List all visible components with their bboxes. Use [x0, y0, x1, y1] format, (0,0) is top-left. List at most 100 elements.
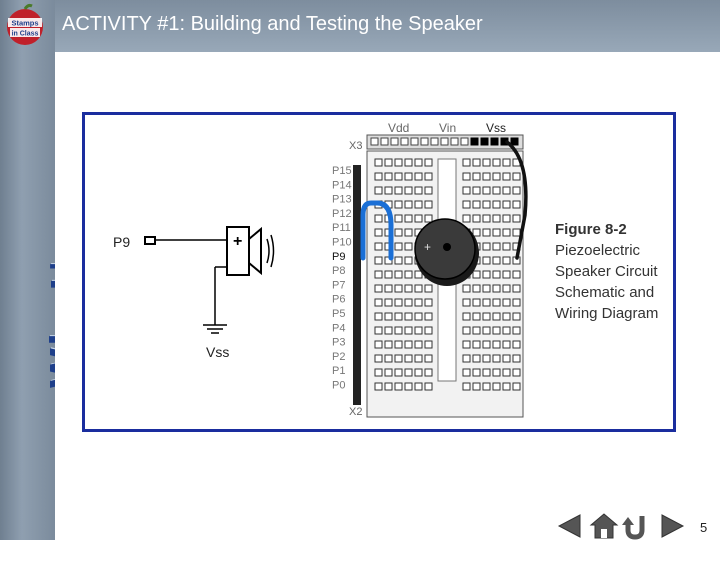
breadboard-hole: [414, 214, 423, 223]
breadboard-hole: [414, 368, 423, 377]
breadboard-hole: [492, 228, 501, 237]
breadboard-hole: [384, 340, 393, 349]
breadboard-hole: [384, 172, 393, 181]
logo-text-top: Stamps: [11, 19, 38, 28]
breadboard-hole: [482, 158, 491, 167]
board-label-vdd: Vdd: [388, 121, 409, 135]
breadboard-hole: [404, 172, 413, 181]
breadboard-hole: [414, 382, 423, 391]
breadboard-hole: [374, 326, 383, 335]
breadboard-hole: [512, 228, 521, 237]
slide-title: ACTIVITY #1: Building and Testing the Sp…: [62, 13, 483, 35]
breadboard-hole: [482, 298, 491, 307]
breadboard-hole: [482, 284, 491, 293]
breadboard-hole: [462, 340, 471, 349]
breadboard-hole: [462, 368, 471, 377]
breadboard-hole: [424, 340, 433, 349]
breadboard-hole: [414, 340, 423, 349]
figure-frame: P9 + Vss Vdd Vin Vss: [82, 112, 676, 432]
breadboard-hole: [394, 298, 403, 307]
breadboard-hole: [374, 158, 383, 167]
buzzer-plus-sign: +: [424, 240, 431, 254]
breadboard-hole: [512, 326, 521, 335]
breadboard-hole: [424, 200, 433, 209]
caption-figure-number: Figure 8-2: [555, 221, 627, 238]
breadboard-hole: [502, 186, 511, 195]
board-header-x2: X2: [349, 406, 362, 418]
breadboard-hole: [512, 382, 521, 391]
breadboard-hole: [374, 270, 383, 279]
breadboard-hole: [482, 368, 491, 377]
board-pin-label: P5: [332, 308, 345, 320]
breadboard-hole: [512, 340, 521, 349]
board-pin-label: P7: [332, 279, 345, 291]
previous-arrow-icon[interactable]: [554, 512, 586, 540]
breadboard-hole: [404, 354, 413, 363]
breadboard-hole: [374, 312, 383, 321]
breadboard-hole: [394, 242, 403, 251]
board-pin-label: P13: [332, 194, 352, 206]
breadboard-hole: [502, 354, 511, 363]
breadboard-hole: [502, 284, 511, 293]
breadboard-hole: [472, 298, 481, 307]
breadboard-hole: [394, 326, 403, 335]
breadboard-hole: [502, 256, 511, 265]
breadboard-hole: [394, 186, 403, 195]
breadboard-hole: [502, 298, 511, 307]
breadboard-hole: [404, 186, 413, 195]
breadboard: Vdd Vin Vss X3 P15P14P13P12P11P10P9P8P7P…: [332, 121, 528, 418]
piezo-speaker-icon: +: [414, 218, 479, 286]
caption-line: Speaker Circuit: [555, 263, 658, 280]
breadboard-hole: [482, 340, 491, 349]
breadboard-hole: [384, 312, 393, 321]
breadboard-hole: [502, 312, 511, 321]
breadboard-hole: [374, 228, 383, 237]
breadboard-hole: [502, 172, 511, 181]
board-pin-label: P6: [332, 294, 345, 306]
page-number: 5: [700, 520, 708, 535]
board-pin-label: P1: [332, 365, 345, 377]
breadboard-hole: [404, 158, 413, 167]
breadboard-hole: [374, 368, 383, 377]
breadboard-hole: [394, 158, 403, 167]
breadboard-hole: [414, 284, 423, 293]
sidebar-banner: Stamps in Class What's a Microcontroller…: [0, 0, 137, 540]
breadboard-hole: [472, 284, 481, 293]
breadboard-hole: [492, 172, 501, 181]
breadboard-hole: [502, 382, 511, 391]
breadboard-hole: [414, 200, 423, 209]
stamps-in-class-logo: Stamps in Class: [7, 3, 43, 45]
next-arrow-icon[interactable]: [656, 512, 688, 540]
breadboard-hole: [414, 326, 423, 335]
breadboard-hole: [462, 200, 471, 209]
breadboard-hole: [492, 270, 501, 279]
schematic-pin-label: P9: [113, 234, 130, 250]
slide-navigation: [550, 512, 690, 540]
home-icon[interactable]: [588, 512, 620, 540]
breadboard-hole: [462, 172, 471, 181]
breadboard-hole: [404, 200, 413, 209]
breadboard-hole: [502, 214, 511, 223]
breadboard-hole: [424, 214, 433, 223]
breadboard-hole: [462, 284, 471, 293]
breadboard-hole: [384, 158, 393, 167]
black-jumper-wire: [505, 140, 528, 260]
breadboard-hole: [472, 382, 481, 391]
breadboard-hole: [472, 312, 481, 321]
return-icon[interactable]: [620, 512, 652, 540]
breadboard-hole: [462, 214, 471, 223]
breadboard-hole: [462, 312, 471, 321]
breadboard-hole: [384, 298, 393, 307]
breadboard-hole: [404, 382, 413, 391]
breadboard-hole: [512, 284, 521, 293]
breadboard-hole: [414, 186, 423, 195]
breadboard-hole: [512, 172, 521, 181]
breadboard-hole: [492, 312, 501, 321]
board-pin-label: P10: [332, 237, 352, 249]
breadboard-hole: [472, 228, 481, 237]
breadboard-hole: [482, 200, 491, 209]
breadboard-hole: [472, 270, 481, 279]
breadboard-hole: [492, 256, 501, 265]
breadboard-hole: [502, 368, 511, 377]
